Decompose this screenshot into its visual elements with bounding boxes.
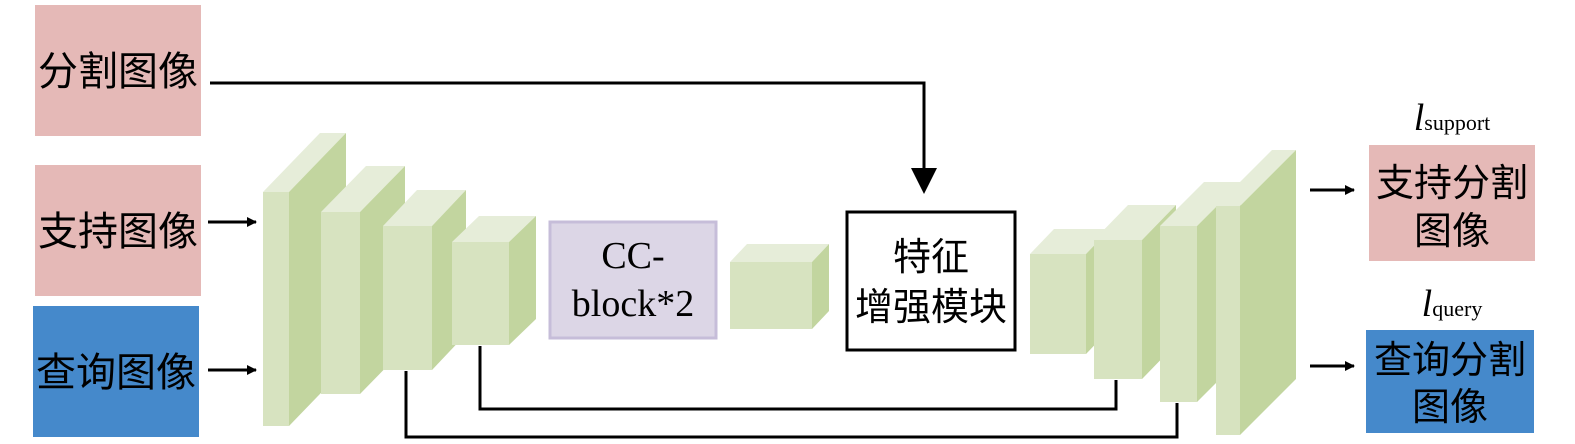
encoder-block-2-top-face [321, 166, 405, 212]
query-image-input: 查询图像 [33, 306, 199, 437]
encoder-block-2-front-face [321, 212, 360, 394]
cc-block-box [548, 220, 718, 340]
feature-blocks [263, 133, 1296, 435]
query-image-label: 查询图像 [36, 350, 196, 396]
support-image-label: 支持图像 [38, 209, 198, 255]
encoder-block-3-front-face [383, 226, 432, 370]
encoder-block-3-top-face [383, 190, 466, 226]
encoder-block-4-top-face [452, 216, 536, 242]
decoder-block-2-front-face [1094, 240, 1142, 379]
decoder-block-1-front-face [1030, 254, 1086, 354]
segmentation-image-label: 分割图像 [38, 49, 198, 95]
skip-connection-inner [478, 346, 1118, 411]
decoder-block-4-side-face [1240, 150, 1296, 435]
decoder-block-4-top-face [1216, 150, 1296, 206]
decoder-block-3-front-face [1160, 226, 1197, 402]
query-loss-label: lquery [1422, 283, 1483, 325]
decoder-block-4-front-face [1216, 206, 1240, 435]
encoder-block-1-front-face [263, 192, 289, 426]
query-output-label-line1: 查询分割 [1374, 338, 1526, 382]
cc-block-label-line2: block*2 [572, 283, 694, 325]
cc-block: CC- block*2 [548, 220, 718, 340]
bottleneck-block-front-face [730, 262, 812, 329]
support-output-label-line1: 支持分割 [1376, 161, 1528, 205]
bottleneck-block-side-face [812, 244, 829, 329]
support-image-input: 支持图像 [35, 165, 201, 296]
cc-block-label-line1: CC- [601, 235, 664, 277]
support-output: lsupport 支持分割 图像 [1369, 97, 1535, 261]
support-output-label-line2: 图像 [1414, 209, 1490, 253]
encoder-block-4-front-face [452, 242, 509, 345]
feature-module-label-line1: 特征 [893, 235, 969, 279]
bottleneck-block-top-face [730, 244, 829, 262]
query-image-box [33, 306, 199, 437]
decoder-block-4 [1216, 150, 1296, 435]
feature-enhancement-module: 特征 增强模块 [845, 210, 1017, 352]
encoder-block-1-top-face [263, 133, 346, 192]
segmentation-image-input: 分割图像 [35, 5, 201, 136]
support-loss-label: lsupport [1414, 97, 1491, 139]
segmentation-arrowhead [911, 168, 937, 194]
decoder-block-2-top-face [1094, 205, 1176, 240]
query-output: lquery 查询分割 图像 [1366, 283, 1534, 433]
decoder-block-1-top-face [1030, 229, 1110, 254]
segmentation-image-box [35, 5, 201, 136]
encoder-block-4-side-face [509, 216, 536, 345]
decoder-block-3-top-face [1160, 182, 1241, 226]
segmentation-to-module-line [210, 81, 926, 178]
query-output-box [1366, 330, 1534, 433]
feature-module-box [845, 210, 1017, 352]
query-output-label-line2: 图像 [1412, 385, 1488, 429]
feature-module-label-line2: 增强模块 [855, 285, 1007, 329]
bottleneck-block [730, 244, 829, 329]
skip-connection-outer [404, 371, 1179, 439]
support-image-box [35, 165, 201, 296]
support-output-box [1369, 145, 1535, 261]
encoder-block-4 [452, 216, 536, 345]
